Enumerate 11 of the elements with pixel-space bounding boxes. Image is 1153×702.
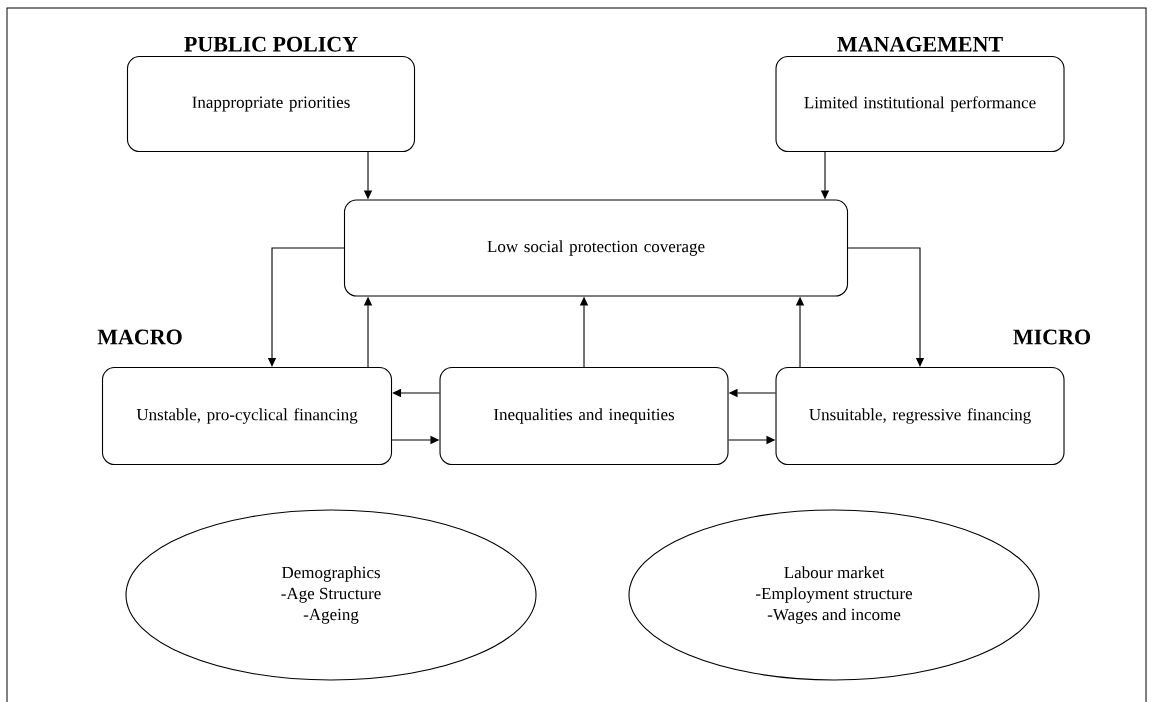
process-box: Inequalities and inequities [439,366,729,466]
heading: PUBLIC POLICY [184,36,358,52]
process-box: Limited institutional performance [775,55,1065,153]
process-box: Unstable, pro-cyclical financing [101,366,393,466]
process-box: Unsuitable, regressive financing [775,366,1065,466]
process-box: Low social protection coverage [343,199,849,297]
process-box: Inappropriate priorities [126,55,416,153]
section-heading: MACRO [97,329,182,345]
section-heading: MICRO [1013,329,1091,345]
heading: MANAGEMENT [837,36,1003,52]
arrow [847,247,925,367]
